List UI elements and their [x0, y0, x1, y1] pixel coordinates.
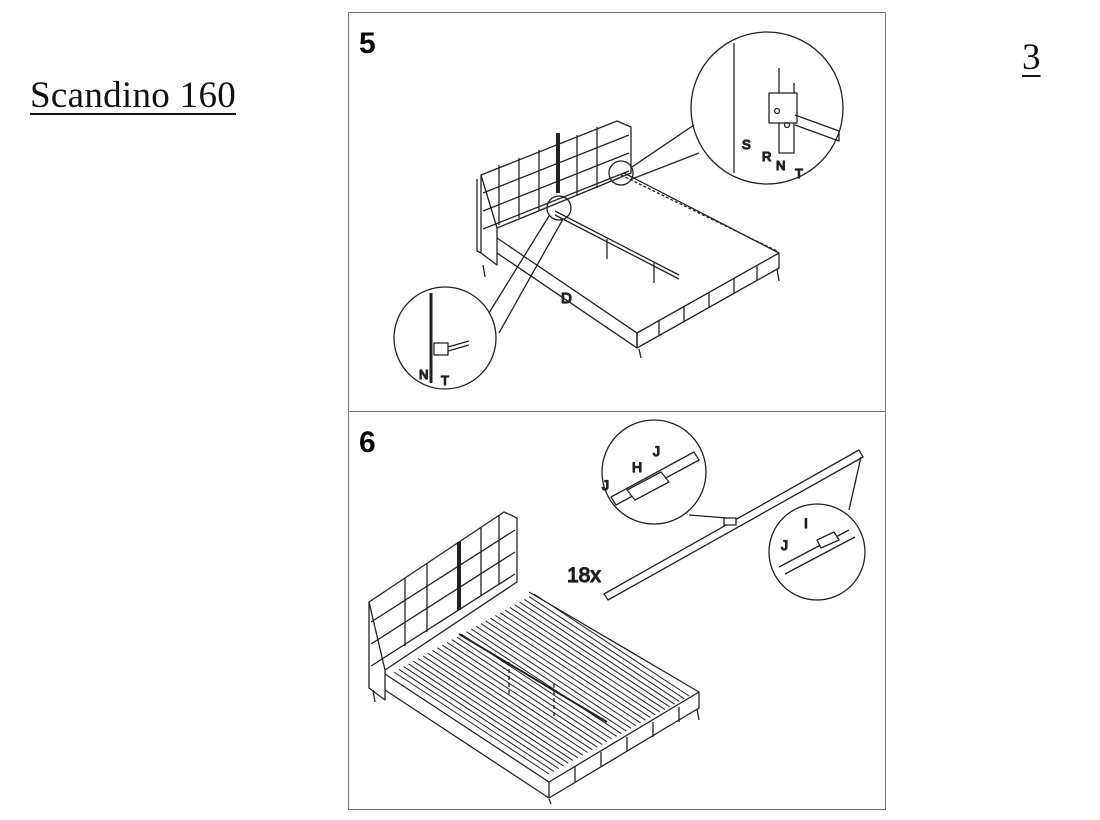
detail-circle-top	[608, 31, 844, 186]
strip-label-j-right: J	[653, 443, 660, 459]
detail-label-s: S	[742, 137, 751, 152]
step-6-panel: 6 18x J H J J I	[348, 411, 886, 810]
strip-label-j-left: J	[602, 477, 609, 493]
step-5-panel: 5 D	[348, 12, 886, 412]
detail-label-r: R	[762, 149, 771, 164]
detail-circle-bottom	[393, 195, 572, 390]
detail-label-t-bottom: T	[441, 373, 449, 388]
detail-label-n: N	[776, 158, 785, 173]
product-title: Scandino 160	[30, 75, 237, 116]
step-6-number: 6	[359, 426, 376, 459]
strip-label-j-end: J	[781, 537, 788, 553]
page-number: 3	[1022, 37, 1041, 78]
detail-label-t: T	[795, 166, 803, 181]
bed-with-slats-drawing	[368, 511, 700, 805]
side-rail-label-d: D	[561, 290, 572, 307]
strip-detail-bottom	[768, 456, 866, 601]
step-5-number: 5	[359, 27, 376, 60]
strip-detail-top	[601, 419, 728, 525]
detail-label-n-bottom: N	[419, 367, 428, 382]
strip-label-i: I	[804, 515, 808, 531]
headboard-drawing	[476, 120, 632, 278]
step-5-illustration: D S R N T N T	[393, 31, 844, 390]
strip-label-h: H	[632, 459, 642, 475]
slat-strip-drawing	[603, 449, 864, 601]
slat-quantity-label: 18x	[567, 564, 601, 587]
bed-frame-drawing	[496, 172, 780, 359]
step-6-illustration: 18x J H J J I	[368, 419, 866, 805]
